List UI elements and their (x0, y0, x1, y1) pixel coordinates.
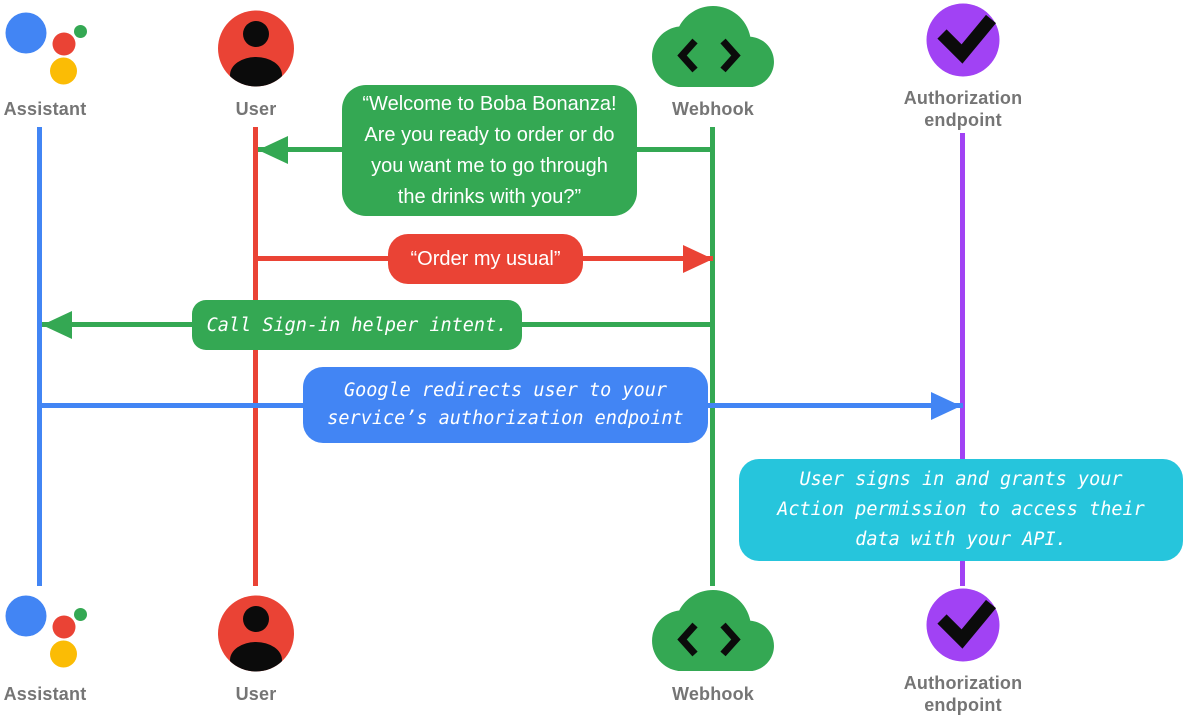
grant-note-bubble: User signs in and grants your Action per… (739, 459, 1183, 561)
order-arrowhead-icon (683, 245, 713, 273)
assistant-icon (5, 12, 87, 85)
webhook-icon (652, 6, 774, 88)
authorization-endpoint-icon (926, 588, 1000, 662)
webhook-label: Webhook (671, 99, 755, 119)
signin-arrowhead-icon (42, 311, 72, 339)
user-label: User (235, 684, 277, 704)
redirect-message-bubble: Google redirects user to your service’s … (303, 367, 708, 443)
user-icon (218, 595, 294, 672)
authorization-endpoint-icon (926, 3, 1000, 77)
webhook-lifeline (710, 127, 715, 586)
webhook-icon (652, 590, 774, 672)
user-icon (218, 10, 294, 87)
assistant-lifeline (37, 127, 42, 586)
assistant-label: Assistant (3, 684, 87, 704)
welcome-arrowhead-icon (258, 136, 288, 164)
signin-message-bubble: Call Sign-in helper intent. (192, 300, 522, 350)
auth-endpoint-lifeline (960, 133, 965, 586)
user-lifeline (253, 127, 258, 586)
redirect-arrowhead-icon (931, 392, 961, 420)
webhook-label: Webhook (671, 684, 755, 704)
assistant-icon (5, 595, 87, 668)
assistant-label: Assistant (3, 99, 87, 119)
order-message-bubble: “Order my usual” (388, 234, 583, 284)
welcome-message-bubble: “Welcome to Boba Bonanza! Are you ready … (342, 85, 637, 216)
authorization-endpoint-label: Authorization endpoint (903, 673, 1023, 715)
authorization-endpoint-label: Authorization endpoint (903, 88, 1023, 130)
user-label: User (235, 99, 277, 119)
